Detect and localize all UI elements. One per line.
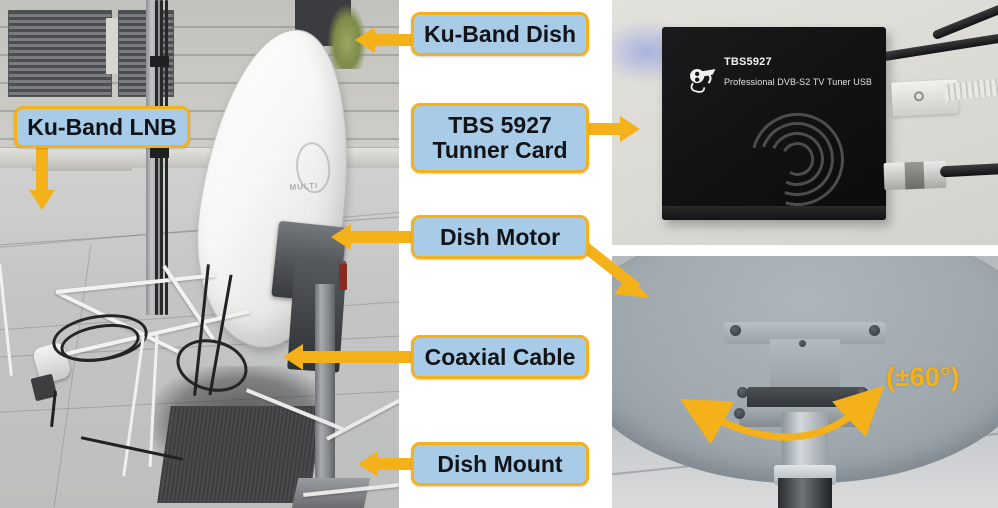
clamp-bolt — [733, 408, 745, 420]
label-tbs-5927[interactable]: TBS 5927 Tunner Card — [411, 103, 589, 173]
label-ku-band-dish[interactable]: Ku-Band Dish — [411, 12, 589, 56]
cable-tie — [149, 55, 169, 68]
label-dish-motor[interactable]: Dish Motor — [411, 215, 589, 259]
dish-backing-bracket — [723, 321, 887, 345]
label-tbs-5927-line1: TBS 5927 — [448, 112, 552, 139]
motor-indicator — [339, 264, 348, 290]
bracket-bolt — [868, 325, 880, 337]
tbs5927-tuner-box — [662, 26, 887, 221]
tuner-vent-pattern — [733, 95, 861, 223]
coaxial-cable-arrow — [283, 344, 415, 370]
label-ku-band-lnb[interactable]: Ku-Band LNB — [14, 106, 190, 148]
dish-motor-arrow — [331, 224, 415, 250]
ku-band-lnb-arrow — [29, 148, 55, 210]
tuner-box-edge — [662, 205, 887, 221]
label-dish-mount-text: Dish Mount — [437, 450, 563, 477]
label-tbs-5927-line2: Tunner Card — [432, 137, 568, 163]
label-coaxial-cable[interactable]: Coaxial Cable — [411, 335, 589, 379]
bracket-bolt — [729, 325, 741, 337]
facade-louver-vent — [7, 10, 112, 97]
mast-pipe — [777, 477, 832, 508]
tbs-logo-icon — [690, 68, 716, 93]
rooftop-dish-photo: MULTI — [0, 0, 399, 508]
bracket-bolt — [799, 340, 807, 348]
facade-panel — [105, 17, 118, 74]
dish-motor-closeup-photo — [612, 256, 998, 508]
dish-mount-arrow — [358, 451, 416, 477]
roof-curb — [31, 154, 132, 172]
tbs-5927-arrow — [584, 116, 640, 142]
motor-shaft — [781, 412, 829, 473]
dish-mount-post — [315, 284, 336, 508]
tbs-tuner-photo: TBS5927 Professional DVB-S2 TV Tuner USB — [612, 0, 998, 245]
label-dish-motor-text: Dish Motor — [439, 223, 561, 250]
label-ku-band-lnb-text: Ku-Band LNB — [27, 113, 177, 140]
label-coaxial-cable-text: Coaxial Cable — [424, 343, 576, 370]
device-subtitle-text: Professional DVB-S2 TV Tuner USB — [723, 77, 873, 88]
device-model-text: TBS5927 — [723, 56, 772, 69]
f-connector-nut — [904, 161, 926, 189]
label-dish-mount[interactable]: Dish Mount — [411, 442, 589, 486]
azimuth-range-text: (±60°) — [886, 362, 960, 392]
ku-band-dish-arrow — [355, 27, 415, 53]
label-ku-band-dish-text: Ku-Band Dish — [423, 20, 577, 47]
cable-tie — [149, 147, 169, 159]
